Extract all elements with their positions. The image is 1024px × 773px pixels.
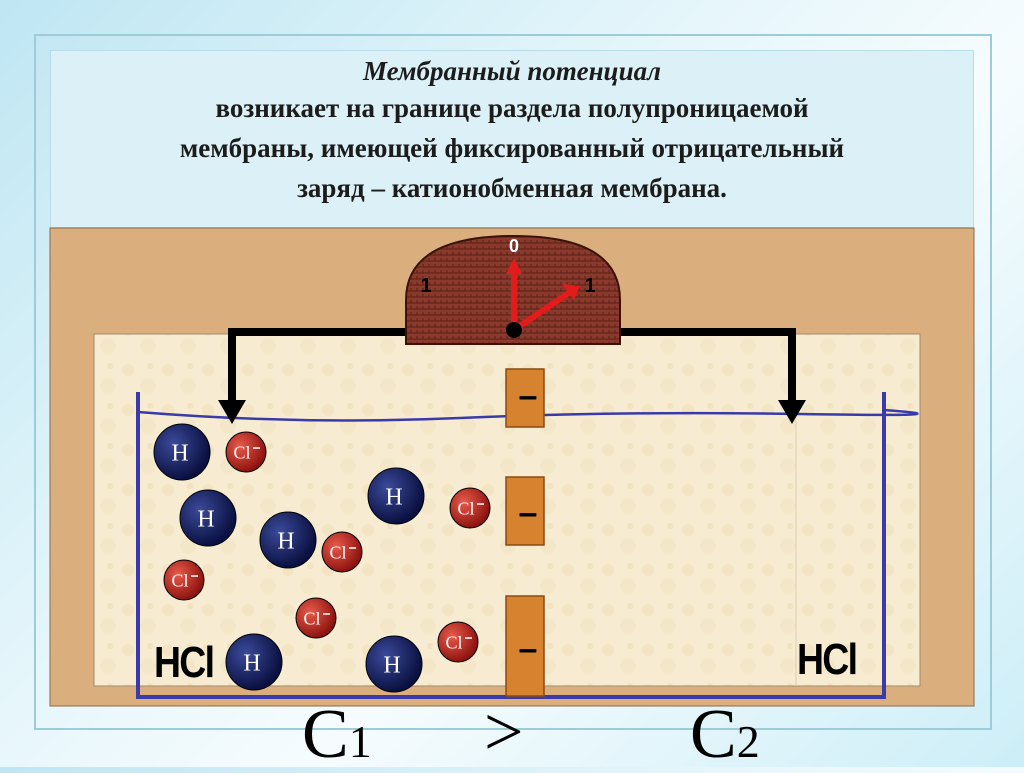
anion-ion-4 [163, 559, 205, 601]
meter-right-label: 1 [584, 275, 595, 297]
anion-ion-6 [437, 621, 479, 663]
cation-ion-1 [153, 423, 211, 481]
meter-needle-deflected [512, 289, 572, 333]
membrane-segment-1 [505, 368, 545, 428]
concentration-right: C2 [690, 700, 760, 770]
concentration-right-symbol: C [690, 696, 737, 773]
cation-ion-5 [225, 633, 283, 691]
anion-ion-6-label: Cl [445, 632, 462, 652]
membrane-segment-3 [505, 595, 545, 697]
anion-ion-2-label: Cl [457, 498, 474, 518]
right-solution-label: HCl [797, 635, 858, 684]
concentration-left: C1 [302, 700, 372, 770]
cation-ion-3 [259, 511, 317, 569]
concentration-left-symbol: C [302, 696, 349, 773]
anion-ion-1-label: Cl [233, 442, 250, 462]
left-wire [228, 328, 408, 404]
meter-pivot [506, 322, 522, 338]
anion-ion-4-label: Cl [171, 570, 188, 590]
right-electrode-arrow [778, 400, 806, 424]
membrane-segment-2 [505, 476, 545, 546]
anion-ion-1 [225, 431, 267, 473]
cation-ion-6 [365, 635, 423, 693]
cation-ion-4-label: H [385, 484, 402, 510]
anion-ion-5-label: Cl [303, 608, 320, 628]
title-line-3: заряд – катионобменная мембрана. [297, 173, 727, 203]
membrane-charge-2: – [519, 494, 538, 532]
meter-left-label: 1 [420, 275, 431, 297]
slide-frame [34, 34, 992, 730]
cation-ion-6-label: H [383, 652, 400, 678]
membrane-charge-1: – [519, 377, 538, 415]
membrane-charge-3: – [519, 630, 538, 668]
cation-ion-2-label: H [197, 506, 214, 532]
membrane: – – – [505, 368, 545, 697]
concentration-comparator: > [484, 694, 524, 771]
vessel-outline [136, 392, 886, 699]
title-block: Мембранный потенциал возникает на границ… [50, 54, 974, 208]
cation-ion-5-label: H [243, 650, 260, 676]
cation-ion-2 [179, 489, 237, 547]
anion-ion-3-label: Cl [329, 542, 346, 562]
title-heading: Мембранный потенциал [363, 56, 661, 86]
anion-ion-5 [295, 597, 337, 639]
right-wire [620, 328, 796, 404]
cation-ion-3-label: H [277, 528, 294, 554]
left-electrode-arrow [218, 400, 246, 424]
title-line-2: мембраны, имеющей фиксированный отрицате… [179, 133, 845, 163]
concentration-left-subscript: 1 [348, 716, 372, 767]
concentration-right-subscript: 2 [736, 716, 760, 767]
meter-needle-deflected-tip [562, 284, 580, 300]
anion-ion-2 [449, 487, 491, 529]
left-solution-label: HCl [154, 638, 215, 687]
cation-ion-4 [367, 467, 425, 525]
title-line-1: возникает на границе раздела полупроница… [215, 93, 809, 123]
meter-zero-label: 0 [509, 236, 519, 256]
water-surface [137, 408, 919, 422]
anion-ion-3 [321, 531, 363, 573]
cation-ion-1-label: H [171, 440, 188, 466]
meter-needle-zero-tip [506, 258, 522, 274]
